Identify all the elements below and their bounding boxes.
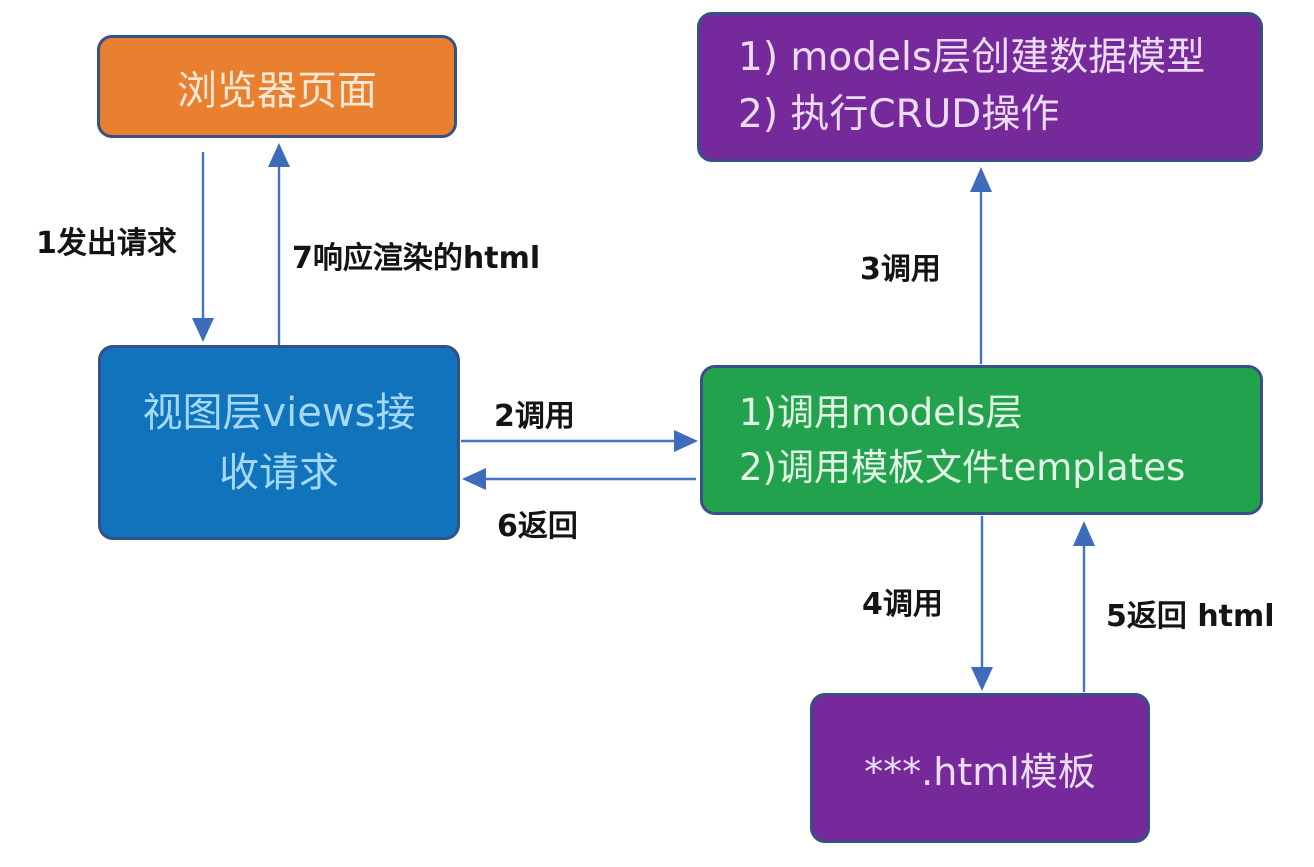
node-html-template-label: ***.html模板 (864, 749, 1096, 794)
edge-label-3-call: 3调用 (860, 252, 941, 287)
arrow-7-respond-html (268, 143, 290, 345)
edge-label-2-call: 2调用 (494, 399, 575, 434)
edge-label-7-respond-html: 7响应渲染的html (292, 241, 541, 276)
arrow-2-call (461, 430, 698, 452)
node-controller-line-1: 1)调用models层 (739, 390, 1023, 434)
node-controller-line-2: 2)调用模板文件templates (739, 446, 1186, 489)
arrow-3-call (970, 167, 992, 364)
node-models-layer: 1) models层创建数据模型 2) 执行CRUD操作 (697, 12, 1263, 162)
node-models-line-1: 1) models层创建数据模型 (738, 35, 1206, 81)
node-views-line-1: 视图层views接 (142, 389, 416, 436)
arrow-6-return (462, 468, 696, 490)
node-controller-actions: 1)调用models层 2)调用模板文件templates (700, 365, 1263, 515)
edge-label-6-return: 6返回 (497, 509, 578, 544)
node-browser-page-label: 浏览器页面 (177, 67, 377, 114)
arrow-4-call (971, 516, 993, 691)
node-views-layer: 视图层views接 收请求 (98, 345, 460, 540)
node-browser-page: 浏览器页面 (97, 35, 457, 138)
node-html-template: ***.html模板 (810, 693, 1150, 843)
edge-label-1-send-request: 1发出请求 (36, 226, 177, 261)
edge-label-5-return-html: 5返回 html (1106, 599, 1275, 634)
node-models-line-2: 2) 执行CRUD操作 (738, 92, 1060, 137)
arrow-1-send-request (192, 152, 214, 342)
arrow-5-return-html (1073, 521, 1095, 692)
edge-label-4-call: 4调用 (862, 587, 943, 622)
node-views-line-2: 收请求 (219, 449, 339, 496)
